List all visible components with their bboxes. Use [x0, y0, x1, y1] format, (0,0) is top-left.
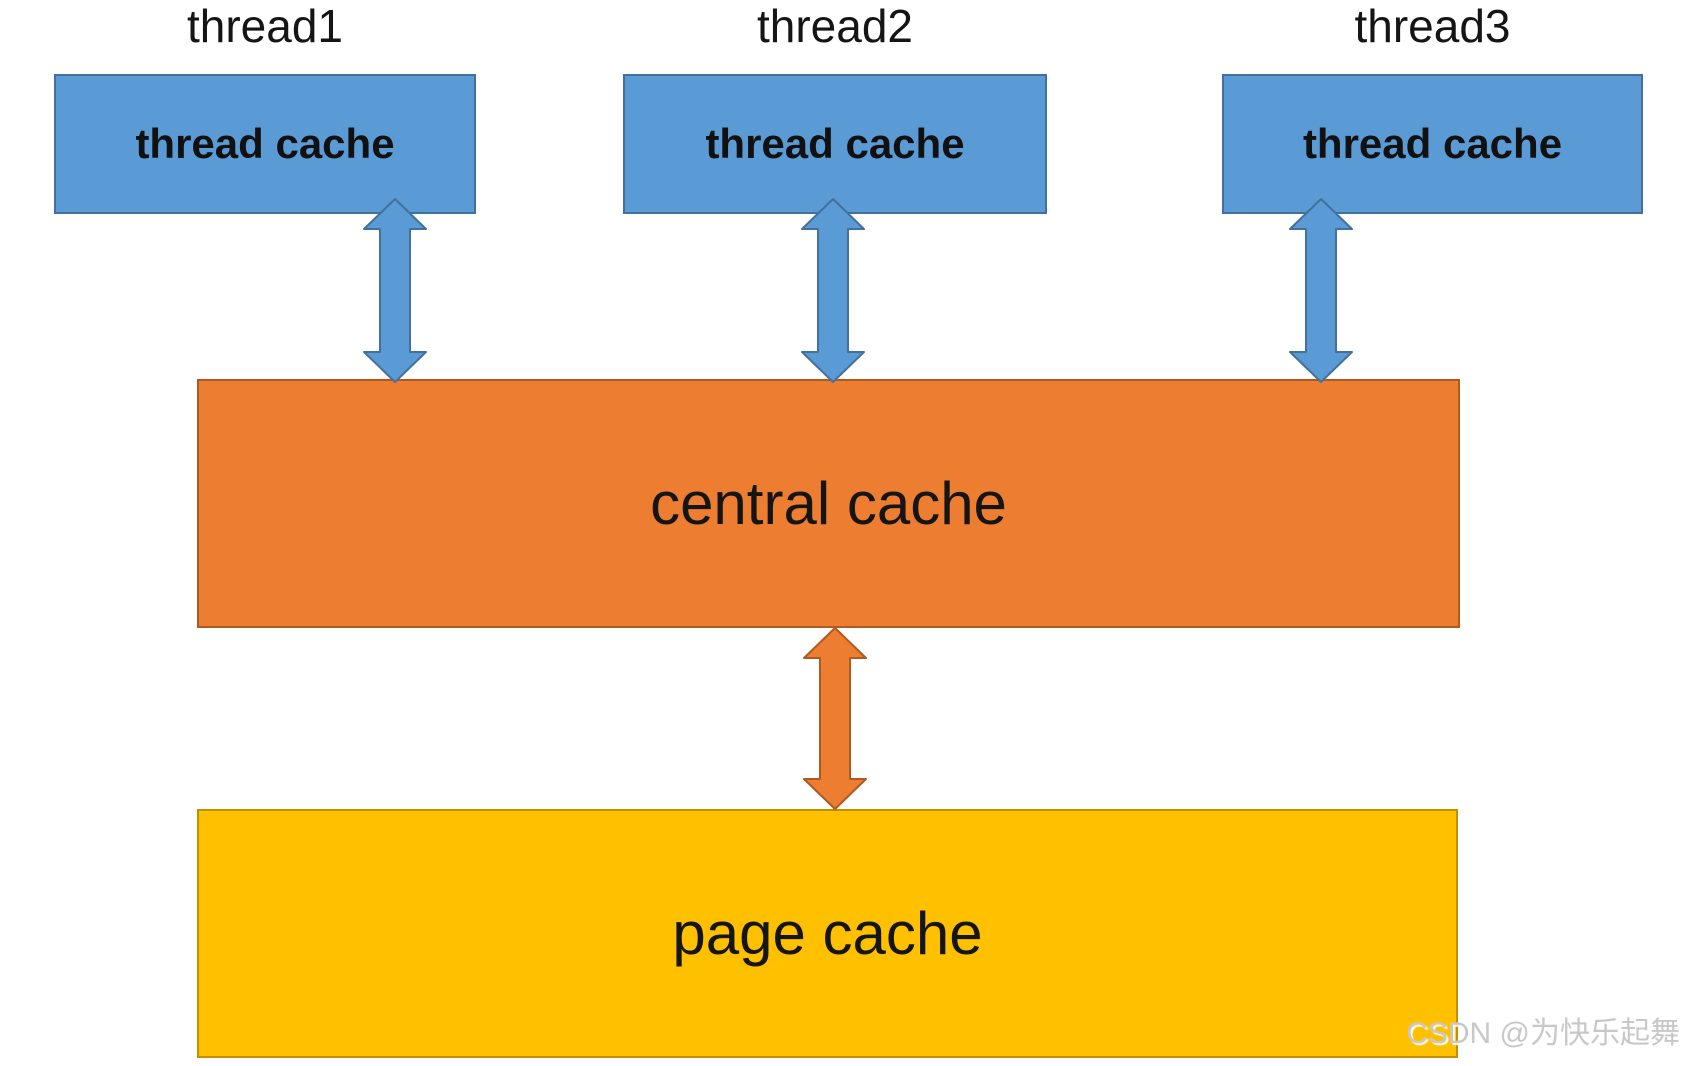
thread2-central-double-arrow-icon	[801, 198, 865, 383]
central-cache-box: central cache	[197, 379, 1460, 628]
central-cache-label: central cache	[650, 470, 1007, 537]
thread3-cache-box: thread cache	[1222, 74, 1643, 214]
thread3-central-double-arrow-icon	[1289, 198, 1353, 383]
thread2-cache-label: thread cache	[705, 120, 965, 167]
thread-group-2: thread2 thread cache	[623, 0, 1047, 216]
page-cache-label: page cache	[672, 900, 983, 967]
thread1-title: thread1	[186, 0, 343, 52]
thread-group-3: thread3 thread cache	[1222, 0, 1643, 216]
thread2-cache-box: thread cache	[623, 74, 1047, 214]
csdn-watermark: CSDN @为快乐起舞	[1406, 1017, 1680, 1050]
page-cache-box: page cache	[197, 809, 1458, 1058]
thread-group-1: thread1 thread cache	[54, 0, 476, 216]
thread1-central-double-arrow-icon	[363, 198, 427, 383]
thread1-cache-label: thread cache	[135, 120, 395, 167]
central-page-double-arrow-icon	[803, 627, 867, 810]
thread2-title: thread2	[756, 0, 913, 52]
thread1-cache-box: thread cache	[54, 74, 476, 214]
thread3-cache-label: thread cache	[1302, 120, 1563, 167]
thread3-title: thread3	[1354, 0, 1511, 52]
